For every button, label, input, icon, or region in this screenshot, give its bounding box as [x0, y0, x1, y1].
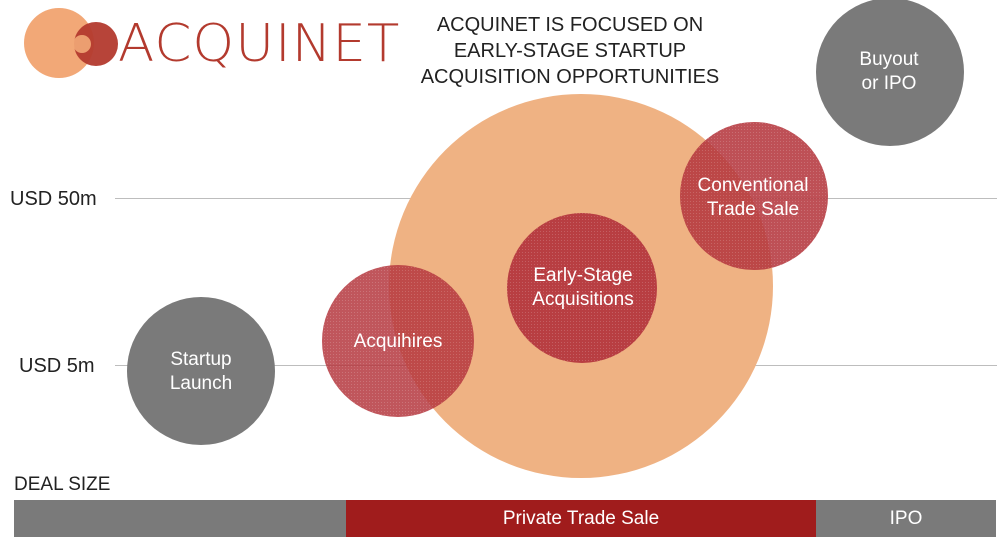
bar-segment-private-trade-sale: Private Trade Sale: [346, 500, 816, 537]
bubble-label-startup: Startup Launch: [169, 349, 233, 394]
bubble-buyout-ipo: [816, 0, 964, 146]
logo-mark-icon: [24, 8, 118, 78]
bubble-early-stage: [507, 213, 657, 363]
bubble-label-buyout: Buyout or IPO: [859, 49, 919, 94]
bubble-label-conventional: Conventional Trade Sale: [697, 175, 809, 220]
headline-line-2: EARLY-STAGE STARTUP: [453, 40, 687, 62]
bubble-label-early-stage: Early-Stage Acquisitions: [532, 265, 634, 310]
headline-line-1: ACQUINET IS FOCUSED ON: [436, 14, 704, 36]
axis-label-usd-50m: USD 50m: [10, 188, 97, 210]
headline-line-3: ACQUISITION OPPORTUNITIES: [420, 66, 720, 88]
bubble-label-acquihires: Acquihires: [353, 331, 443, 352]
headline: ACQUINET IS FOCUSED ON EARLY-STAGE START…: [400, 12, 740, 90]
bar-segment-ipo: IPO: [816, 500, 996, 537]
logo-text: ACQUINET: [118, 14, 401, 74]
acquinet-logo: ACQUINET: [14, 8, 399, 78]
bar-segment-early: [14, 500, 346, 537]
bubble-startup-launch: [127, 297, 275, 445]
bubble-acquihires: [322, 265, 474, 417]
axis-label-usd-5m: USD 5m: [19, 355, 95, 377]
bubble-conventional: [680, 122, 828, 270]
deal-size-label: DEAL SIZE: [14, 474, 111, 495]
